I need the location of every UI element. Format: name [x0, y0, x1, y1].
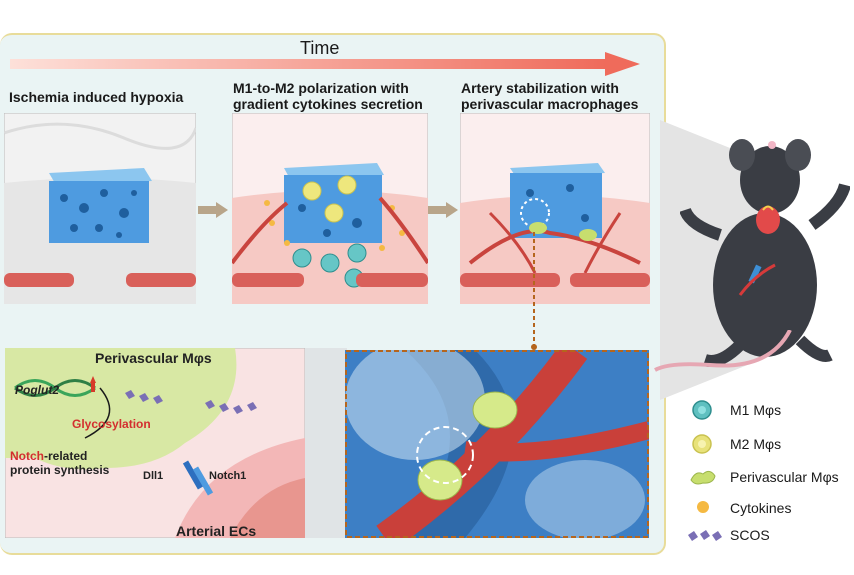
receptor-label: Notch1: [209, 470, 247, 482]
legend-perivascular-label: Perivascular Mφs: [730, 469, 839, 485]
legend-cytokines-label: Cytokines: [730, 500, 792, 516]
scaffold-block: [510, 163, 605, 238]
legend-m2-label: M2 Mφs: [730, 436, 782, 452]
scaffold-block: [284, 163, 384, 243]
time-arrow: [10, 52, 640, 76]
m1-macrophage-icon: [692, 400, 712, 420]
mechanism-panel: [5, 348, 305, 538]
m2-macrophage-cell: [302, 175, 357, 223]
mouse-tail: [654, 330, 792, 372]
receptor-icon: [182, 460, 214, 496]
scos-chain-icon: [125, 390, 257, 414]
stage-arrow-2: [428, 202, 458, 218]
zoom-funnel: [305, 348, 347, 538]
stage-1-panel: [4, 113, 196, 304]
cytokine-dot-icon: [697, 501, 709, 513]
zoom-box: [345, 350, 649, 538]
protein-synthesis-label: protein synthesis: [10, 463, 110, 477]
legend-m1-label: M1 Mφs: [730, 402, 782, 418]
perivascular-macrophage-icon: [690, 470, 716, 485]
dna-helix-icon: [14, 379, 96, 397]
scos-chain-icon: [688, 530, 722, 541]
ligand-label: Dll1: [143, 470, 164, 482]
stage-arrow-1: [198, 202, 228, 218]
legend-scos-label: SCOS: [730, 527, 770, 543]
m2-macrophage-icon: [692, 434, 712, 454]
related-suffix: -related: [44, 449, 88, 463]
gene-label: Poglut2: [15, 383, 59, 397]
notch-word: Notch: [10, 449, 44, 463]
notch-protein-label: Notch-related protein synthesis: [10, 449, 109, 477]
scaffold-block: [49, 168, 152, 243]
stage-2-panel: [232, 113, 428, 304]
time-label: Time: [300, 38, 340, 58]
heart-icon: [756, 205, 780, 234]
severed-artery: [4, 273, 196, 287]
perivascular-title: Perivascular Mφs: [95, 350, 212, 366]
glycosylation-label: Glycosylation: [72, 417, 151, 431]
stage-2-title: M1-to-M2 polarization with gradient cyto…: [233, 80, 423, 112]
mouse-illustration: [680, 139, 850, 367]
stage-3-title: Artery stabilization with perivascular m…: [461, 80, 639, 112]
perivascular-macrophage-cell: [417, 391, 518, 501]
zoom-connector: [531, 232, 537, 350]
arterial-ecs-label: Arterial ECs: [176, 523, 257, 539]
stage-1-title: Ischemia induced hypoxia: [9, 89, 184, 105]
stage-3-panel: [460, 113, 650, 304]
